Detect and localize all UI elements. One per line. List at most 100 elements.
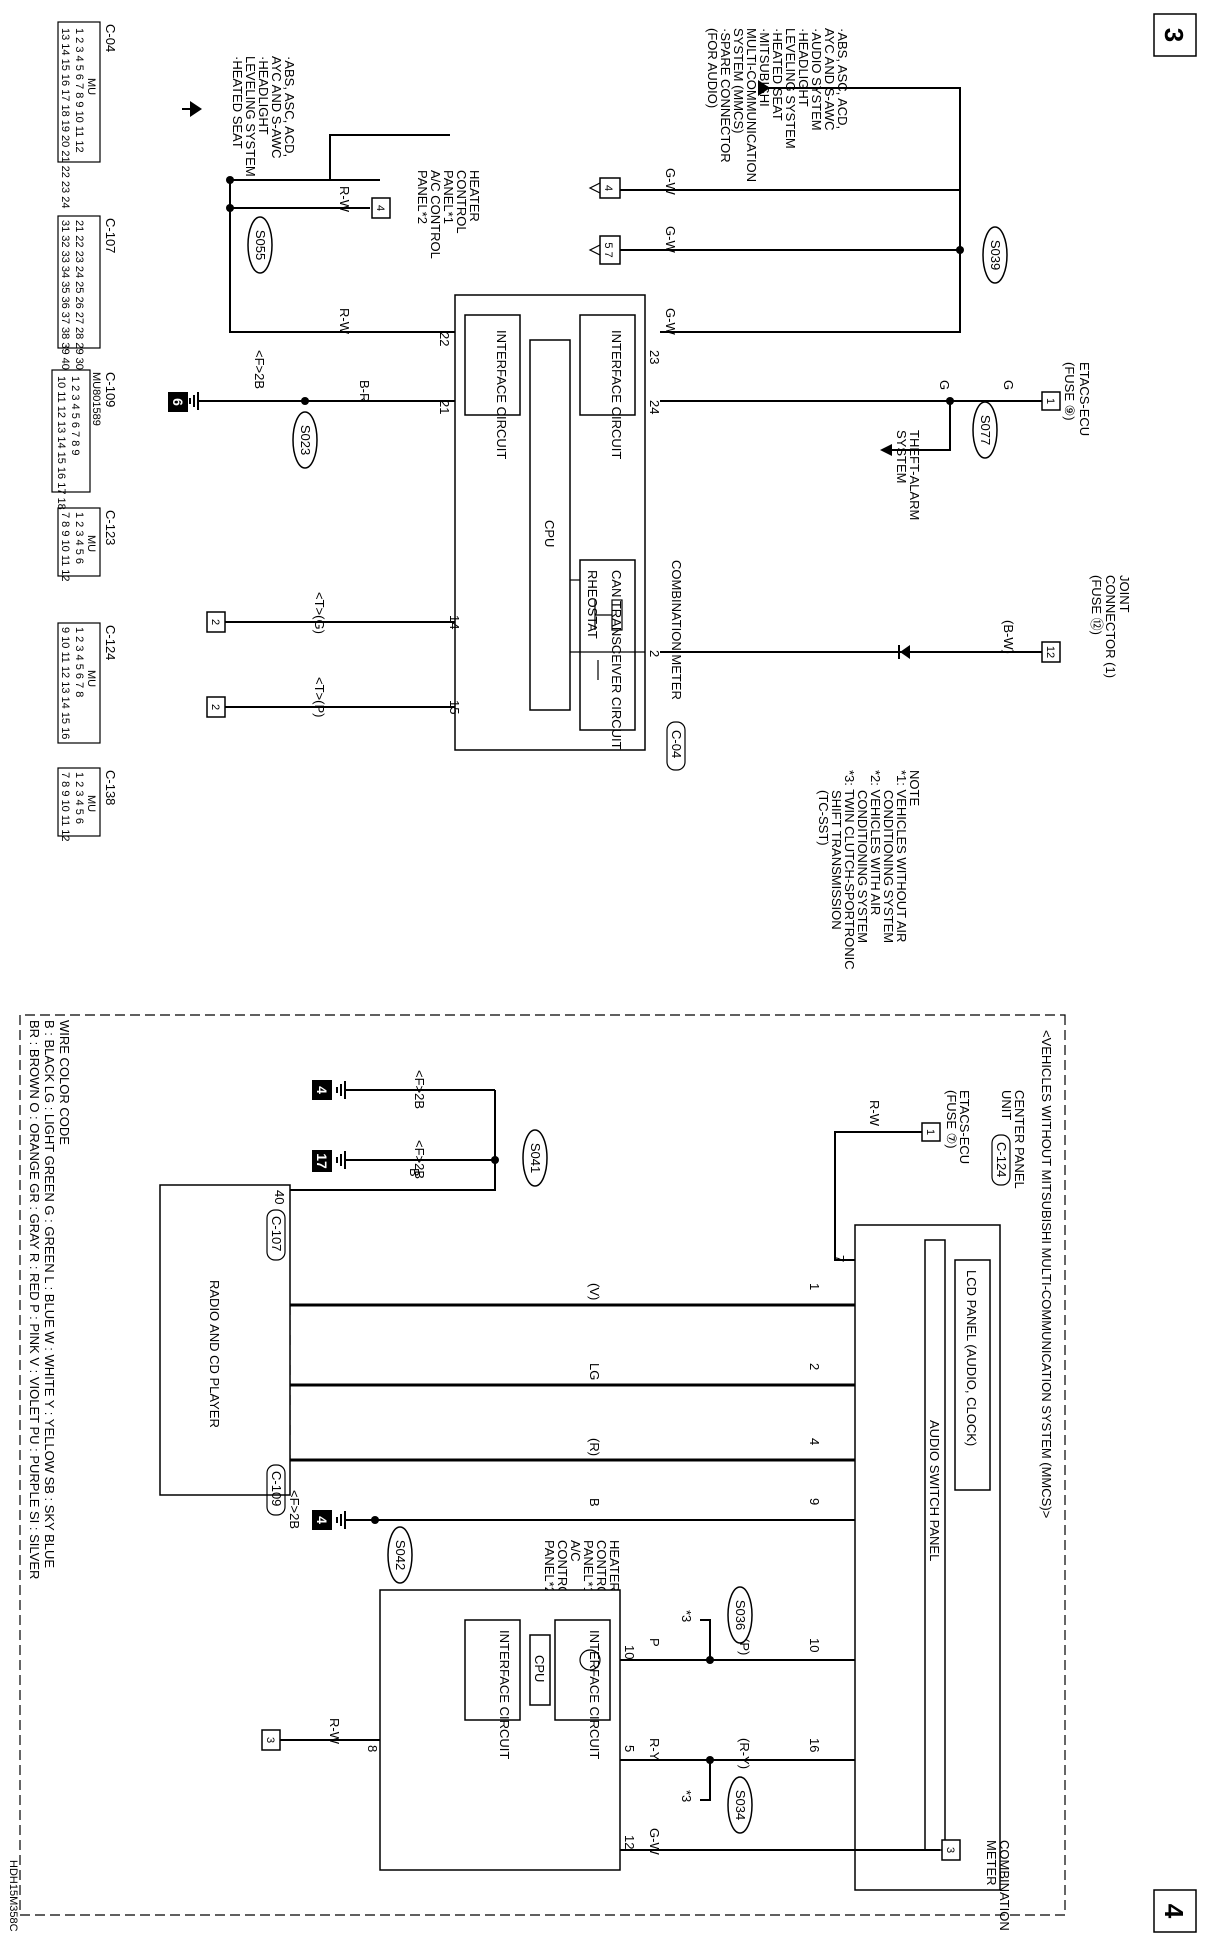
- svg-text:MU: MU: [85, 535, 97, 552]
- svg-text:G: G: [1001, 380, 1016, 390]
- connector-4-top: [599, 177, 621, 199]
- svg-text:P: P: [647, 1638, 662, 1647]
- heater-interface-bottom: [464, 1619, 521, 1721]
- connector-57-top: [599, 235, 621, 265]
- c107-tag: [266, 1209, 286, 1261]
- svg-text:<T>(G): <T>(G): [312, 592, 327, 634]
- svg-text:2: 2: [209, 619, 221, 625]
- svg-text:R-W: R-W: [337, 186, 352, 213]
- svg-text:·HEADLIGHT: ·HEADLIGHT: [256, 56, 271, 135]
- svg-text:R-Y: R-Y: [647, 1738, 662, 1761]
- svg-text:C-107: C-107: [269, 1216, 284, 1251]
- connector-2-can-l: [206, 696, 226, 718]
- svg-text:S023: S023: [298, 425, 313, 455]
- svg-text:JOINT: JOINT: [1117, 575, 1132, 613]
- svg-text:B: B: [407, 1168, 422, 1177]
- c124-tag: [991, 1134, 1011, 1186]
- svg-text:CPU: CPU: [542, 520, 557, 547]
- svg-text:(B-W): (B-W): [1001, 620, 1016, 654]
- splice-s077: [972, 401, 998, 459]
- svg-text:2: 2: [647, 650, 662, 657]
- svg-text:PANEL*1: PANEL*1: [441, 170, 456, 224]
- svg-text:·HEATED SEAT: ·HEATED SEAT: [770, 28, 785, 121]
- page-number-box-left: [1153, 13, 1197, 57]
- svg-text:S077: S077: [978, 415, 993, 445]
- ground-4b-badge: [312, 1510, 332, 1530]
- svg-text:1 2 3 4 5 6: 1 2 3 4 5 6: [73, 512, 85, 564]
- svg-text:THEFT-ALARM: THEFT-ALARM: [907, 430, 922, 520]
- svg-text:MU: MU: [85, 670, 97, 687]
- svg-text:(R): (R): [587, 1438, 602, 1456]
- svg-text:2: 2: [209, 704, 221, 710]
- svg-text:16: 16: [807, 1738, 822, 1752]
- connector-arrow-icon: [588, 182, 601, 194]
- splice-s034: [727, 1776, 753, 1834]
- document-code: HDH15M358C: [7, 1860, 19, 1932]
- svg-text:PANEL*2: PANEL*2: [542, 1540, 557, 1594]
- svg-text:PANEL*2: PANEL*2: [415, 170, 430, 224]
- svg-text:R-W: R-W: [867, 1100, 882, 1127]
- svg-text:21 22 23 24 25 26 27 28 29 30: 21 22 23 24 25 26 27 28 29 30: [73, 220, 85, 370]
- heater-control-label: HEATER CONTROL PANEL*1 A/C CONTROL PANEL…: [415, 170, 482, 259]
- svg-text:1: 1: [807, 1283, 822, 1290]
- note-block: NOTE *1: VEHICLES WITHOUT AIR CONDITIONI…: [816, 770, 922, 970]
- svg-text:RADIO AND CD PLAYER: RADIO AND CD PLAYER: [207, 1280, 222, 1428]
- svg-text:23: 23: [647, 350, 662, 364]
- svg-text:ETACS-ECU: ETACS-ECU: [1077, 362, 1092, 436]
- heater-control-label-2: HEATER CONTROL PANEL*1 A/C CONTROL PANEL…: [542, 1540, 622, 1604]
- ground-6-badge: [168, 392, 188, 412]
- connector-3-heater: [261, 1729, 281, 1751]
- svg-text:24: 24: [647, 400, 662, 414]
- svg-text:5: 5: [622, 1745, 637, 1752]
- svg-text:S034: S034: [733, 1790, 748, 1820]
- combination-meter-connector-tag: [666, 721, 686, 771]
- arrow-up-icon: [758, 80, 770, 96]
- svg-text:CENTER PANEL: CENTER PANEL: [1012, 1090, 1027, 1189]
- svg-text:C-04: C-04: [103, 24, 118, 52]
- svg-text:<F>2B: <F>2B: [252, 350, 267, 389]
- svg-text:C-109: C-109: [103, 372, 118, 407]
- svg-text:WIRE COLOR CODE: WIRE COLOR CODE: [57, 1020, 72, 1145]
- svg-text:S042: S042: [393, 1540, 408, 1570]
- illumination-lamp-icon: [579, 1649, 601, 1671]
- mmcs-dashed-frame: [19, 1014, 1066, 1916]
- svg-text:HEATER: HEATER: [467, 170, 482, 222]
- svg-text:CONDITIONING SYSTEM: CONDITIONING SYSTEM: [881, 790, 896, 943]
- svg-text:INTERFACE CIRCUIT: INTERFACE CIRCUIT: [494, 330, 509, 459]
- svg-text:4: 4: [314, 1516, 330, 1524]
- center-panel-label: CENTER PANEL UNIT: [999, 1090, 1027, 1189]
- svg-text:13 14 15 16 17 18 19 20 21 22: 13 14 15 16 17 18 19 20 21 22 23 24: [59, 28, 71, 208]
- svg-text:(FUSE ⑦): (FUSE ⑦): [944, 1090, 959, 1149]
- svg-text:9: 9: [807, 1498, 822, 1505]
- svg-text:17: 17: [314, 1153, 330, 1169]
- svg-text:C-124: C-124: [994, 1142, 1009, 1177]
- svg-text:·AUDIO SYSTEM: ·AUDIO SYSTEM: [809, 28, 824, 131]
- svg-text:A/C CONTROL: A/C CONTROL: [428, 170, 443, 259]
- svg-text:AYC AND S-AWC: AYC AND S-AWC: [269, 56, 284, 159]
- svg-text:COMBINATION METER: COMBINATION METER: [669, 560, 684, 700]
- svg-text:1: 1: [1044, 398, 1056, 404]
- svg-text:ETACS-ECU: ETACS-ECU: [957, 1090, 972, 1164]
- svg-text:C-04: C-04: [669, 730, 684, 758]
- diode-icon: [900, 645, 910, 659]
- svg-text:C-109: C-109: [269, 1471, 284, 1506]
- svg-text:G-W: G-W: [663, 226, 678, 253]
- etacs-ecu-fuse9-label: ETACS-ECU (FUSE ⑨): [1062, 362, 1092, 436]
- svg-text:4: 4: [314, 1086, 330, 1094]
- splice-s036: [727, 1586, 753, 1644]
- svg-text:C-138: C-138: [103, 770, 118, 805]
- svg-text:INTERFACE CIRCUIT: INTERFACE CIRCUIT: [587, 1630, 602, 1759]
- ground-17-badge: [312, 1150, 332, 1172]
- svg-text:B : BLACK LG : LIGHT GREEN: B : BLACK LG : LIGHT GREEN G : GREEN L :…: [42, 1020, 57, 1568]
- svg-text:SYSTEM (MMCS): SYSTEM (MMCS): [731, 28, 746, 133]
- svg-text:(FUSE ⑫): (FUSE ⑫): [1089, 575, 1104, 635]
- splice-s041: [522, 1129, 548, 1187]
- svg-text:·SPARE CONNECTOR: ·SPARE CONNECTOR: [718, 28, 733, 163]
- svg-text:C-124: C-124: [103, 625, 118, 660]
- svg-text:MU801589: MU801589: [90, 372, 102, 426]
- svg-text:G-W: G-W: [647, 1828, 662, 1855]
- svg-text:A/C: A/C: [568, 1540, 583, 1562]
- cpu-box: [529, 339, 571, 711]
- svg-text:4: 4: [602, 185, 614, 191]
